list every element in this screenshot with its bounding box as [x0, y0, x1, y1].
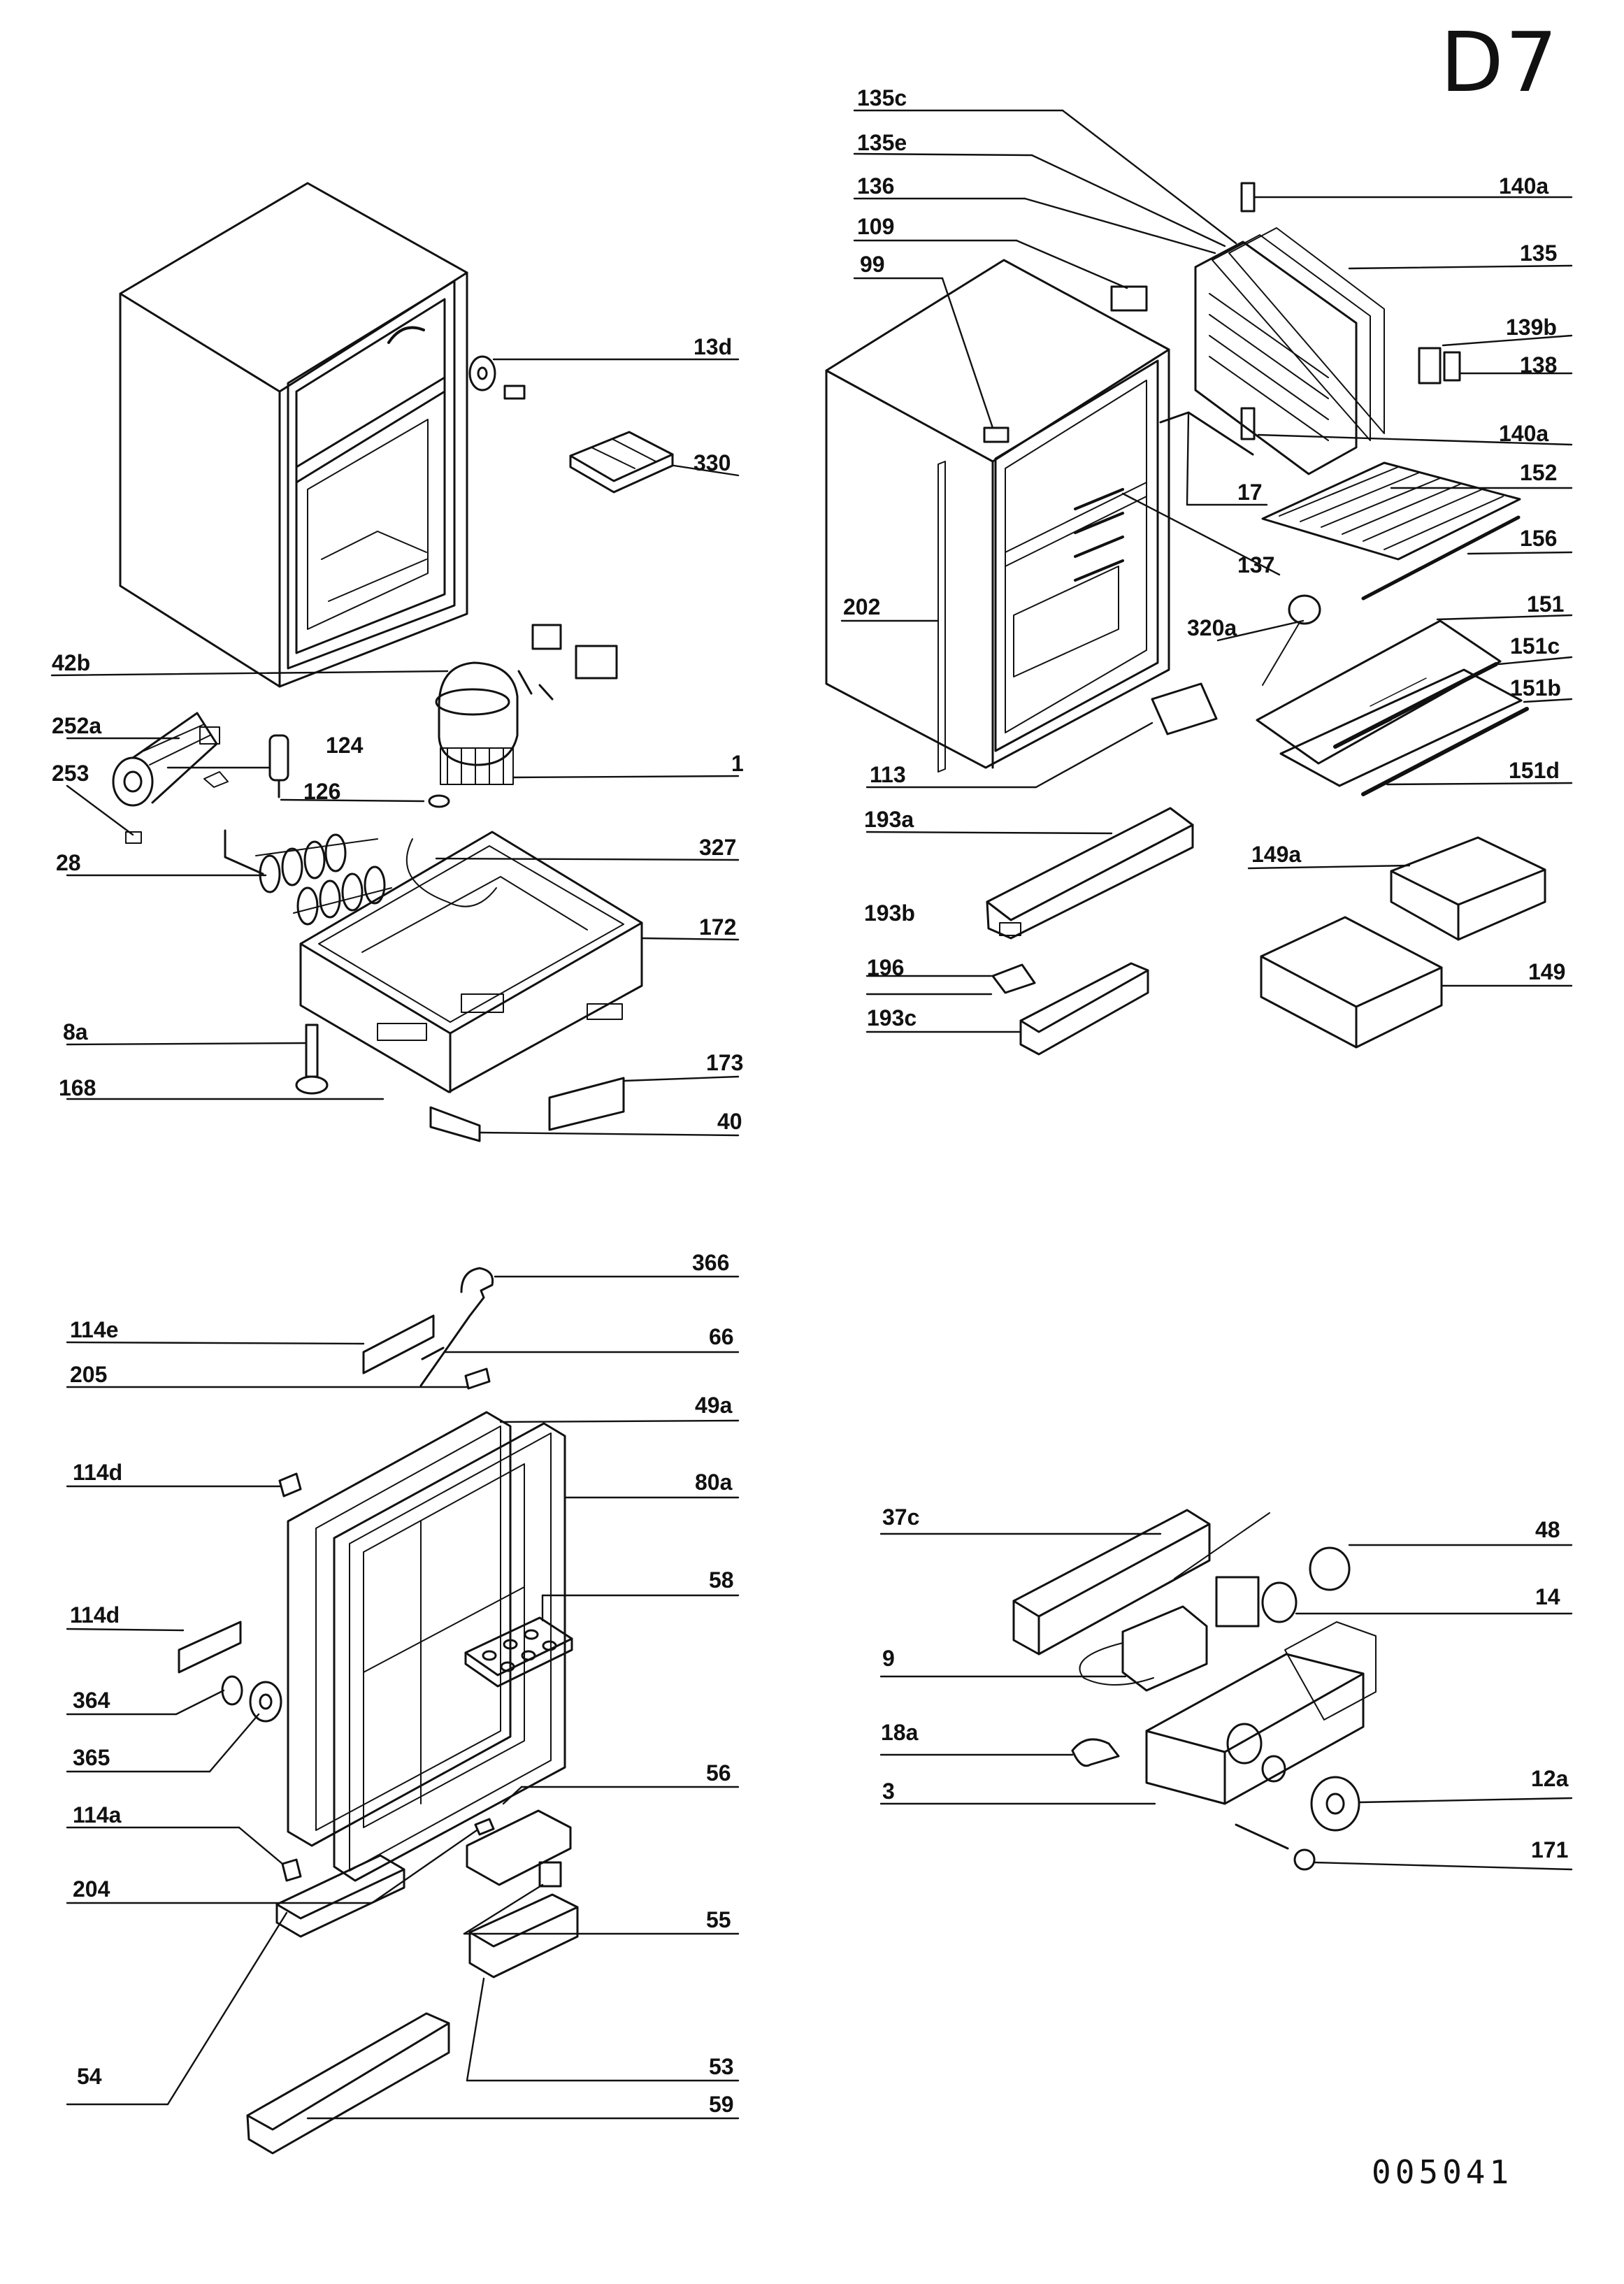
- callout-label: 56: [706, 1760, 731, 1786]
- callout-label: 53: [709, 2054, 734, 2079]
- callout-label: 137: [1237, 552, 1275, 577]
- callout-label: 202: [843, 594, 881, 619]
- callout-label: 330: [694, 450, 731, 475]
- callout-label: 252a: [52, 713, 102, 738]
- callout-label: 59: [709, 2092, 734, 2117]
- callout-label: 253: [52, 761, 89, 786]
- callout-label: 193a: [864, 807, 914, 832]
- fan-motor-drawing: [112, 712, 229, 844]
- callout-label: 9: [882, 1646, 895, 1671]
- callout-label: 54: [77, 2064, 102, 2089]
- callout-label: 140a: [1499, 421, 1549, 446]
- door-bins-drawing: [246, 1854, 579, 2155]
- callout-label: 1: [731, 751, 744, 776]
- callout-label: 205: [70, 1362, 108, 1387]
- compressor-drawing: [428, 624, 618, 808]
- leader-lines: [50, 109, 1573, 2120]
- callout-label: 138: [1520, 352, 1558, 378]
- callout-label: 327: [699, 835, 737, 860]
- callout-label: 114e: [70, 1317, 119, 1342]
- callout-label: 28: [56, 850, 81, 875]
- callout-label: 66: [709, 1324, 734, 1349]
- callout-label: 18a: [881, 1720, 919, 1745]
- callout-label: 14: [1535, 1584, 1560, 1609]
- callout-label: 151: [1527, 591, 1565, 617]
- glass-shelves-drawing: [1256, 594, 1529, 796]
- callout-label: 136: [857, 173, 895, 199]
- callout-label: 151c: [1510, 633, 1560, 659]
- callout-label: 42b: [52, 650, 91, 675]
- callout-label: 193b: [864, 900, 915, 926]
- ice-tray-drawing: [569, 431, 674, 494]
- cabinet-left-drawing: [119, 182, 526, 688]
- callout-label: 80a: [695, 1470, 733, 1495]
- evaporator-drawing: [983, 182, 1461, 475]
- callout-label: 17: [1237, 480, 1263, 505]
- callout-label: 135e: [857, 130, 907, 155]
- callout-label: 124: [326, 733, 364, 758]
- callout-label: 151b: [1510, 675, 1561, 701]
- dryer-and-condenser-drawing: [224, 734, 392, 926]
- drawing-number: 005041: [1372, 2153, 1514, 2191]
- callout-label: 109: [857, 214, 895, 239]
- callout-label: 365: [73, 1745, 110, 1770]
- callout-label: 139b: [1506, 315, 1557, 340]
- callout-label: 204: [73, 1876, 110, 1902]
- door-assembly-drawing: [178, 1267, 573, 1888]
- callout-label: 168: [59, 1075, 96, 1100]
- callout-label: 172: [699, 914, 737, 940]
- callout-label: 8a: [63, 1019, 88, 1044]
- callout-label: 114a: [73, 1802, 122, 1827]
- callout-label: 171: [1531, 1837, 1569, 1862]
- callout-label: 113: [870, 762, 906, 787]
- base-tray-drawing: [295, 831, 643, 1142]
- callout-label: 126: [303, 779, 341, 804]
- callout-label: 173: [706, 1050, 744, 1075]
- callout-label: 135: [1520, 240, 1558, 266]
- callout-label: 140a: [1499, 173, 1549, 199]
- callout-label: 193c: [867, 1005, 917, 1030]
- callout-label: 156: [1520, 526, 1558, 551]
- callout-label: 114d: [73, 1460, 123, 1485]
- callout-label: 135c: [857, 85, 907, 110]
- callout-label: 3: [882, 1779, 895, 1804]
- callout-label: 114d: [70, 1602, 120, 1628]
- callout-label: 40: [717, 1109, 742, 1134]
- callout-label: 49a: [695, 1393, 733, 1418]
- callout-label: 55: [706, 1907, 731, 1932]
- page-id: D7: [1440, 14, 1559, 110]
- callout-label: 48: [1535, 1517, 1560, 1542]
- callout-label: 13d: [694, 334, 733, 359]
- callout-label: 12a: [1531, 1766, 1569, 1791]
- callout-label: 320a: [1187, 615, 1237, 640]
- callout-label: 37c: [882, 1504, 920, 1530]
- cabinet-right-drawing: [825, 259, 1170, 773]
- crisper-bins-drawing: [1260, 836, 1546, 1049]
- callout-label: 151d: [1509, 758, 1560, 783]
- control-housing-drawing: [1012, 1509, 1377, 1871]
- hinge-and-brackets-drawing: [986, 682, 1218, 1056]
- callout-label: 152: [1520, 460, 1558, 485]
- callout-label: 149: [1528, 959, 1566, 984]
- callout-label: 366: [692, 1250, 730, 1275]
- callout-label: 196: [867, 955, 905, 980]
- callout-label: 364: [73, 1688, 110, 1713]
- callout-label: 149a: [1251, 842, 1302, 867]
- wire-shelf-drawing: [1261, 461, 1521, 601]
- callout-label: 58: [709, 1567, 734, 1593]
- callout-label: 99: [860, 252, 885, 277]
